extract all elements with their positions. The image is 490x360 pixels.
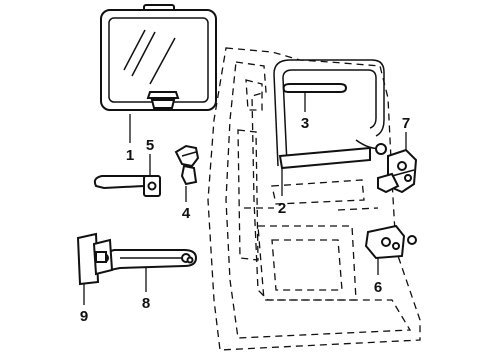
- callout-5: 5: [146, 137, 154, 154]
- door-latch: [377, 148, 418, 194]
- callout-4: 4: [182, 205, 191, 222]
- callout-2: 2: [278, 200, 286, 217]
- callout-8: 8: [142, 295, 150, 312]
- callout-7: 7: [402, 115, 410, 132]
- weatherstrip: [282, 83, 348, 93]
- door-check-arm: [94, 249, 198, 274]
- callout-1: 1: [126, 147, 134, 164]
- outside-handle: [93, 175, 161, 197]
- run-channel-assembly: [273, 59, 387, 170]
- leader-lines: [83, 92, 407, 305]
- callout-6: 6: [374, 279, 382, 296]
- callout-9: 9: [80, 308, 88, 325]
- door-shell-outline: [207, 47, 421, 351]
- window-glass-assembly: [100, 4, 217, 111]
- lock-knob: [174, 144, 200, 186]
- latch-striker: [364, 224, 417, 260]
- door-hinge: [76, 232, 114, 286]
- callout-3: 3: [301, 115, 309, 132]
- callouts: 1 2 3 4 5 6 7 8 9: [80, 115, 410, 325]
